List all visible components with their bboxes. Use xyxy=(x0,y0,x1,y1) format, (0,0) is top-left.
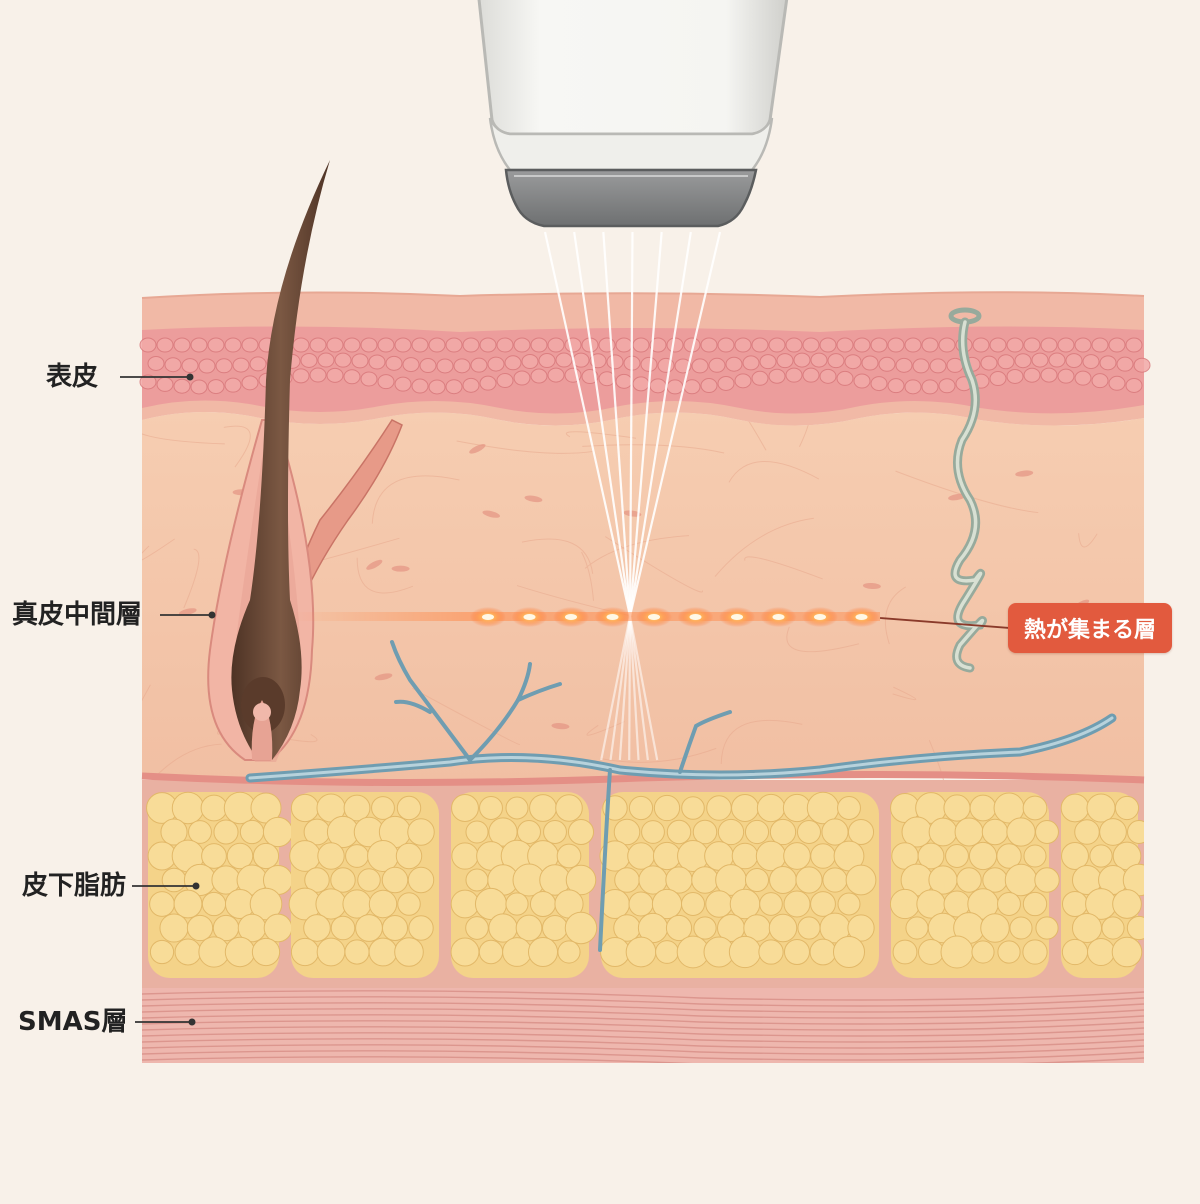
heat-point xyxy=(677,607,714,627)
blood-vessel xyxy=(245,640,1117,952)
heat-point xyxy=(553,607,589,627)
heat-point xyxy=(636,607,672,627)
label-subcutaneous-fat: 皮下脂肪 xyxy=(22,871,127,901)
heat-point xyxy=(511,607,548,627)
heat-point xyxy=(594,607,631,627)
smas-layer xyxy=(142,985,1144,1063)
epidermis-layer xyxy=(139,291,1151,426)
heat-layer-callout: 熱が集まる層 xyxy=(1008,603,1172,653)
label-epidermis: 表皮 xyxy=(46,362,99,392)
heat-point xyxy=(843,607,880,627)
label-mid-dermis: 真皮中間層 xyxy=(12,600,143,630)
heat-focus-line xyxy=(290,607,880,627)
hair-follicle xyxy=(207,160,403,762)
heat-point xyxy=(470,607,506,627)
heat-point xyxy=(760,607,797,627)
subcutaneous-fat-layer xyxy=(142,780,1144,988)
handpiece-icon xyxy=(477,0,789,228)
label-smas: SMAS層 xyxy=(18,1007,128,1037)
heat-point xyxy=(719,607,755,627)
leader-lines xyxy=(120,376,1011,1023)
ultrasound-beams xyxy=(543,231,722,761)
heat-point xyxy=(802,607,838,627)
